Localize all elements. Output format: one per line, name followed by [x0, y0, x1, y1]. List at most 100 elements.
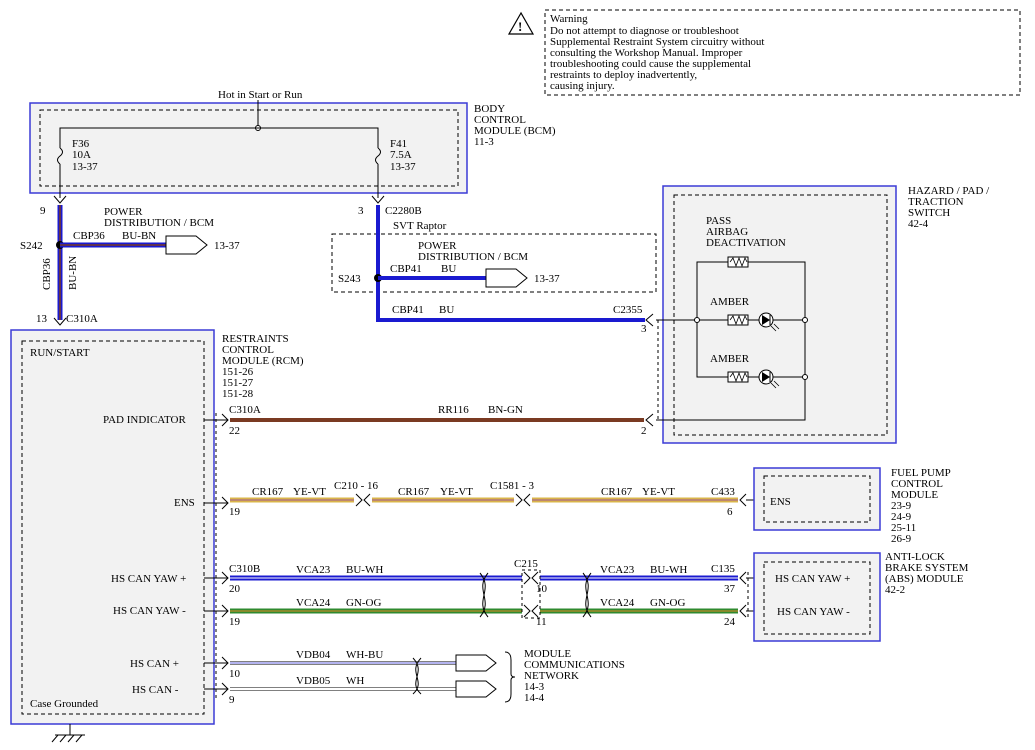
color-label: YE-VT: [440, 486, 473, 498]
rcm-pin-can-yaw-m: HS CAN YAW -: [113, 605, 186, 617]
fpcm-title: 26-9: [891, 533, 912, 545]
connector-label: C135: [711, 563, 735, 575]
warning-line: troubleshooting could cause the suppleme…: [550, 58, 751, 70]
fpcm-title: MODULE: [891, 489, 938, 501]
dist-label: DISTRIBUTION / BCM: [104, 217, 214, 229]
color-label: WH-BU: [346, 649, 383, 661]
pin-label: 6: [727, 506, 733, 518]
ref-arrow: [485, 268, 528, 288]
connector-label: C310B: [229, 563, 260, 575]
fuse-f41-label: 7.5A: [390, 149, 412, 161]
circuit-label: CBP41: [390, 263, 422, 275]
fpcm-title: CONTROL: [891, 478, 943, 490]
rcm-run-start: RUN/START: [30, 347, 90, 359]
fuse-f41-label: F41: [390, 138, 407, 150]
splice-label: S242: [20, 240, 43, 252]
network-label: 14-3: [524, 681, 545, 693]
abs-title: ANTI-LOCK: [885, 551, 945, 563]
resistor: [727, 256, 749, 268]
dist-label: POWER: [418, 240, 457, 252]
ref-label: 13-37: [534, 273, 560, 285]
network-brace: [504, 651, 516, 703]
warning-title: Warning: [550, 13, 588, 25]
amber-label: AMBER: [710, 296, 750, 308]
network-label: COMMUNICATIONS: [524, 659, 625, 671]
fuse-f36: [57, 147, 63, 198]
connector-label: C2355: [613, 304, 643, 316]
fpcm-pin: ENS: [770, 496, 791, 508]
hazard-switch-module: [662, 185, 897, 444]
fuse-f36-label: 13-37: [72, 161, 98, 173]
connector-label: C310A: [229, 404, 261, 416]
pin-label: 37: [724, 583, 736, 595]
pin-label: 19: [229, 506, 241, 518]
option-box: [331, 233, 657, 293]
connector-label: C215: [514, 558, 538, 570]
splice-label: S243: [338, 273, 361, 285]
abs-title: (ABS) MODULE: [885, 573, 964, 585]
rcm-pin-can-m: HS CAN -: [132, 684, 179, 696]
amber-label: AMBER: [710, 353, 750, 365]
circuit-label-vertical: CBP36: [41, 258, 53, 290]
circuit-label: CR167: [601, 486, 633, 498]
fuse-f41: [375, 147, 381, 198]
circuit-label: VCA24: [296, 597, 331, 609]
rcm-pin-can-p: HS CAN +: [130, 658, 179, 670]
pin-label: 10: [229, 668, 241, 680]
abs-inner: [763, 561, 871, 635]
bcm-title: MODULE (BCM): [474, 125, 556, 137]
hot-label: Hot in Start or Run: [218, 89, 303, 101]
abs-pin-p: HS CAN YAW +: [775, 573, 850, 585]
hazard-title: 42-4: [908, 218, 929, 230]
resistor: [727, 371, 749, 383]
pin-label: 10: [536, 583, 548, 595]
pin-label: 19: [229, 616, 241, 628]
fpcm-inner: [763, 475, 871, 523]
resistor: [727, 314, 749, 326]
circuit-label: VCA24: [600, 597, 635, 609]
color-label: BU-WH: [346, 564, 383, 576]
pass-label: PASS: [706, 215, 731, 227]
rcm-case-grounded: Case Grounded: [30, 698, 99, 710]
pass-label: DEACTIVATION: [706, 237, 786, 249]
network-arrow: [455, 680, 497, 698]
color-label: YE-VT: [642, 486, 675, 498]
rcm-title: 151-26: [222, 366, 254, 378]
pin-label: 22: [229, 425, 240, 437]
rcm-title: MODULE (RCM): [222, 355, 304, 367]
pin-label: 24: [724, 616, 736, 628]
pass-label: AIRBAG: [706, 226, 748, 238]
warning-line: consulting the Workshop Manual. Improper: [550, 47, 743, 59]
bcm-title: BODY: [474, 103, 505, 115]
circuit-label: VCA23: [296, 564, 331, 576]
rcm-pin-can-yaw-p: HS CAN YAW +: [111, 573, 186, 585]
fpcm-title: 23-9: [891, 500, 912, 512]
circuit-label: VDB05: [296, 675, 331, 687]
circuit-label: CBP41: [392, 304, 424, 316]
option-label: SVT Raptor: [393, 220, 447, 232]
color-label: GN-OG: [346, 597, 381, 609]
warning-line: Supplemental Restraint System circuitry …: [550, 36, 764, 48]
color-label: BU: [441, 263, 456, 275]
connector-label: C310A: [66, 313, 98, 325]
network-label: 14-4: [524, 692, 545, 704]
connector-label: C1581 - 3: [490, 480, 535, 492]
rcm-title: CONTROL: [222, 344, 274, 356]
hazard-title: SWITCH: [908, 207, 950, 219]
bcm-inner: [39, 109, 459, 187]
warning-icon: !: [507, 11, 535, 35]
warning-line: Do not attempt to diagnose or troublesho…: [550, 25, 739, 37]
pin-label: 20: [229, 583, 241, 595]
color-label: BU: [439, 304, 454, 316]
warning-line: causing injury.: [550, 80, 615, 92]
wire-cbp41: [376, 205, 645, 322]
bcm-title: CONTROL: [474, 114, 526, 126]
twisted-pair-icon: [582, 572, 592, 618]
connector-label: C2280B: [385, 205, 422, 217]
warning-line: restraints to deploy inadvertently,: [550, 69, 697, 81]
hazard-inner: [673, 194, 888, 436]
twisted-pair-icon: [479, 572, 489, 618]
fuse-f36-label: 10A: [72, 149, 91, 161]
twisted-pair-icon: [412, 657, 422, 695]
